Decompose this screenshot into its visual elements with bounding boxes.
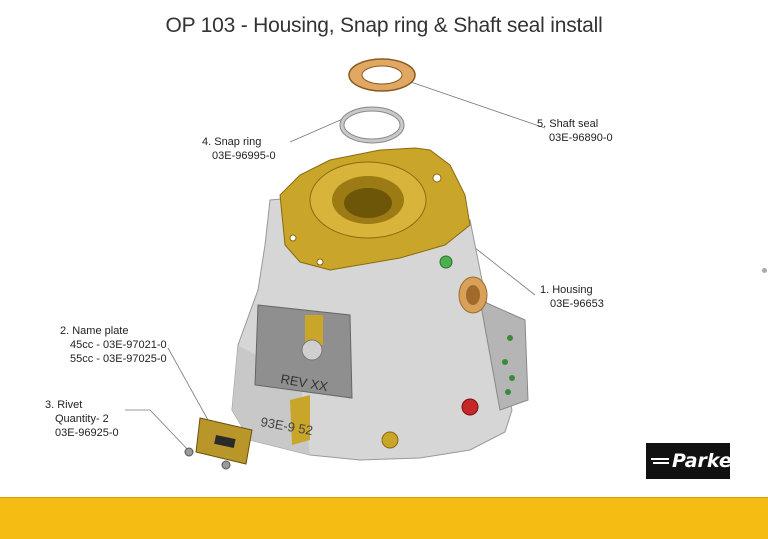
- rivet-leader: [125, 409, 191, 453]
- name-plate-part-45: 45cc - 03E-97021-0: [70, 339, 167, 351]
- rivet-quantity: Quantity- 2: [55, 413, 109, 425]
- snap-ring-name: 4. Snap ring: [202, 136, 262, 148]
- parker-flag-icon: [651, 458, 669, 464]
- housing-name: 1. Housing: [540, 284, 593, 296]
- housing-callout: 1. Housing 03E-96653: [540, 283, 604, 311]
- housing-flange: [279, 147, 471, 271]
- name-plate-part-55: 55cc - 03E-97025-0: [70, 353, 167, 365]
- housing-body: [231, 189, 529, 461]
- shaft-seal: [348, 58, 416, 92]
- rivet-1: [184, 447, 194, 457]
- edge-marker: [762, 268, 767, 273]
- name-plate: [195, 417, 253, 465]
- rivet-part: 03E-96925-0: [55, 427, 119, 439]
- shaft-seal-callout: 5. Shaft seal 03E-96890-0: [537, 117, 613, 145]
- snap-ring: [339, 106, 405, 144]
- rivet-callout: 3. Rivet Quantity- 2 03E-96925-0: [45, 398, 119, 440]
- parker-logo-text: Parker: [672, 450, 742, 472]
- rivet-2: [221, 460, 231, 470]
- footer-bar: [0, 497, 768, 539]
- rivet-name: 3. Rivet: [45, 399, 83, 411]
- shaft-seal-part: 03E-96890-0: [549, 132, 613, 144]
- snap-ring-callout: 4. Snap ring 03E-96995-0: [202, 135, 276, 163]
- shaft-seal-name: 5. Shaft seal: [537, 118, 599, 130]
- name-plate-leader: [167, 347, 209, 421]
- housing-part: 03E-96653: [550, 298, 604, 310]
- name-plate-callout: 2. Name plate 45cc - 03E-97021-0 55cc - …: [60, 324, 167, 366]
- parker-logo: Parker: [646, 443, 741, 479]
- shaft-seal-leader: [404, 79, 546, 129]
- snap-ring-leader: [289, 117, 346, 143]
- snap-ring-part: 03E-96995-0: [212, 150, 276, 162]
- page-title: OP 103 - Housing, Snap ring & Shaft seal…: [165, 14, 603, 37]
- name-plate-name: 2. Name plate: [60, 325, 129, 337]
- housing-leader: [464, 239, 536, 296]
